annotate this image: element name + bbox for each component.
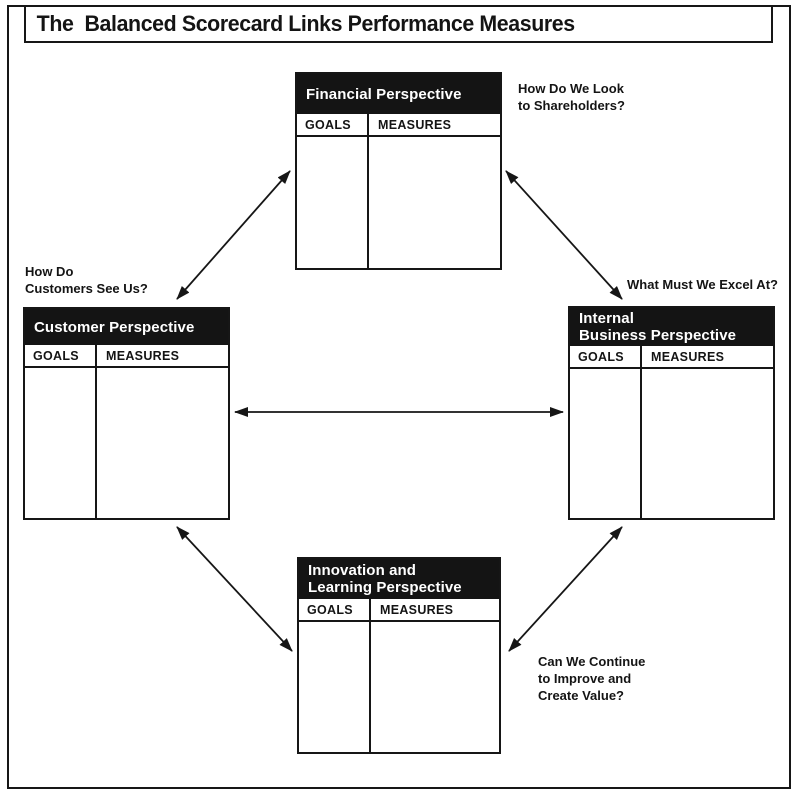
title-bar: The Balanced Scorecard Links Performance… <box>24 5 773 43</box>
financial-column-headers: GOALS MEASURES <box>297 114 500 137</box>
customer-measures-cell <box>97 368 228 518</box>
annotation-shareholders: How Do We Look to Shareholders? <box>518 81 625 113</box>
innovation-goals-cell <box>299 622 371 752</box>
customer-measures-header: MEASURES <box>106 348 180 363</box>
scorecard-box-innovation: Innovation and Learning Perspective GOAL… <box>297 557 501 754</box>
innovation-box-body <box>299 622 499 752</box>
annotation-excel: What Must We Excel At? <box>627 277 778 292</box>
innovation-goals-header: GOALS <box>299 599 371 620</box>
internal-column-headers: GOALS MEASURES <box>570 346 773 369</box>
financial-goals-header: GOALS <box>297 114 369 135</box>
annotation-customers: How Do Customers See Us? <box>25 264 148 296</box>
scorecard-box-financial: Financial Perspective GOALS MEASURES <box>295 72 502 270</box>
financial-goals-cell <box>297 137 369 268</box>
customer-goals-cell <box>25 368 97 518</box>
innovation-box-title: Innovation and Learning Perspective <box>299 559 499 599</box>
internal-goals-cell <box>570 369 642 518</box>
internal-measures-cell <box>642 369 773 518</box>
innovation-measures-header: MEASURES <box>380 602 454 617</box>
internal-goals-header: GOALS <box>570 346 642 367</box>
scorecard-box-internal: Internal Business Perspective GOALS MEAS… <box>568 306 775 520</box>
financial-box-title: Financial Perspective <box>297 74 500 114</box>
internal-measures-header: MEASURES <box>651 349 725 364</box>
internal-box-body <box>570 369 773 518</box>
scorecard-box-customer: Customer Perspective GOALS MEASURES <box>23 307 230 520</box>
financial-box-body <box>297 137 500 268</box>
financial-measures-cell <box>369 137 500 268</box>
annotation-value: Can We Continue to Improve and Create Va… <box>538 654 646 703</box>
customer-goals-header: GOALS <box>25 345 97 366</box>
innovation-measures-cell <box>371 622 499 752</box>
customer-box-body <box>25 368 228 518</box>
financial-measures-header: MEASURES <box>378 117 452 132</box>
customer-box-title: Customer Perspective <box>25 309 228 345</box>
innovation-column-headers: GOALS MEASURES <box>299 599 499 622</box>
internal-box-title: Internal Business Perspective <box>570 308 773 346</box>
page-title: The Balanced Scorecard Links Performance… <box>36 11 575 36</box>
customer-column-headers: GOALS MEASURES <box>25 345 228 368</box>
